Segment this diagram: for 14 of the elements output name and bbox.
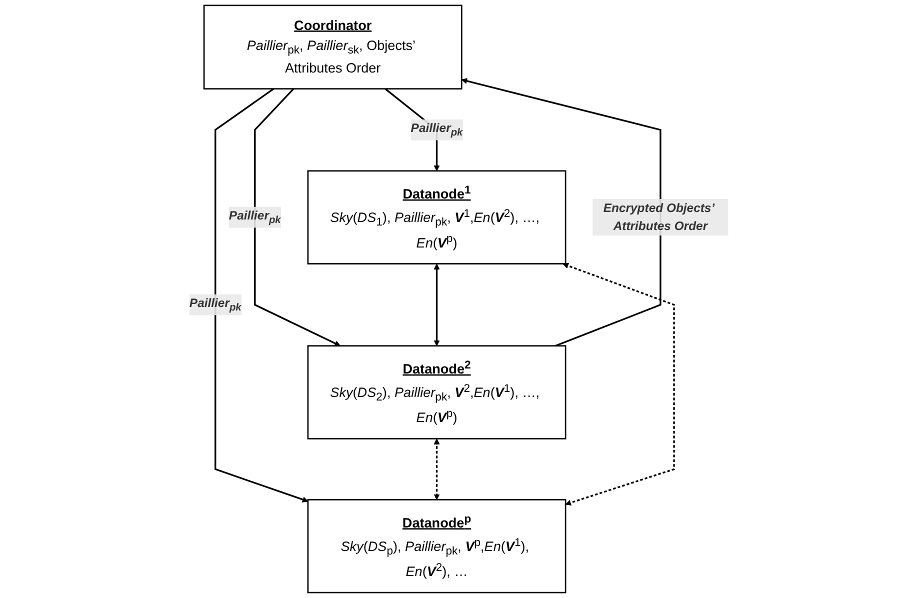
edge-label: Paillier$_{pk}$	[189, 296, 241, 313]
node-box: Datanode$^{2}$ Sky(DS$_{2}$), Paillier$_{pk}$, V$^{2}$,En(V$^{1}$), …, En(V$^{p}$)	[306, 345, 566, 440]
arrow	[461, 78, 661, 347]
arrow	[433, 264, 440, 346]
node-box: Coordinator Paillier$_{pk}$, Paillier$_{sk}$, Objects’ Attributes Order	[203, 4, 462, 90]
edge-label: Paillier$_{pk}$	[228, 208, 280, 226]
node-box: Datanode$^{p}$ Sky(DS$_{p}$), Paillier$_{pk}$, V$^{p}$,En(V$^{1}$), En(V$^{2}$), …	[306, 499, 566, 594]
arrow	[214, 88, 308, 502]
arrow	[254, 88, 340, 346]
arrow	[433, 438, 440, 500]
node-box: Datanode$^{1}$ Sky(DS$_{1}$), Paillier$_{pk}$, V$^{1}$,En(V$^{2}$), …, En(V$^{p}$)	[306, 170, 566, 264]
arrow	[562, 262, 675, 506]
edge-label: Encrypted Objects’ Attributes Order	[603, 201, 714, 233]
edge-label: Paillier$_{pk}$	[410, 121, 462, 138]
